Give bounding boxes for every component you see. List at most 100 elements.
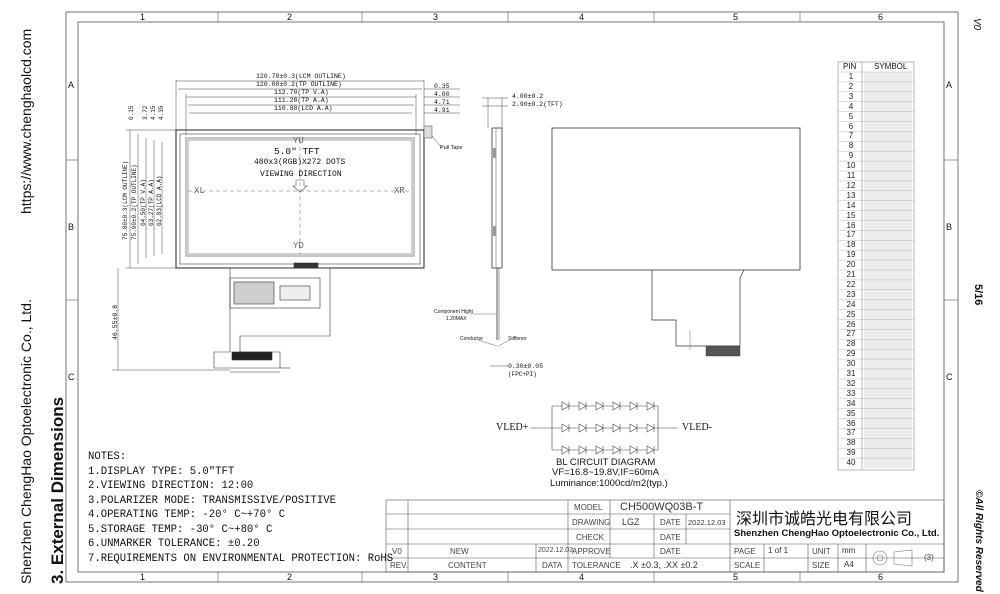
rev-v0: V0 bbox=[392, 547, 402, 556]
col-label: 3 bbox=[433, 572, 439, 582]
unit-label: UNIT bbox=[812, 547, 831, 556]
rev-date: 2022.12.03 bbox=[538, 547, 574, 554]
approve-date-label: DATE bbox=[660, 547, 681, 556]
notes-title: NOTES: bbox=[88, 451, 127, 463]
row-label: B bbox=[946, 222, 953, 232]
col-label: 6 bbox=[878, 12, 884, 22]
led-icon bbox=[578, 423, 587, 433]
dim-tp-aa-height: 63.27(TP A.A) bbox=[148, 179, 155, 226]
company-en: Shenzhen ChengHao Optoelectronic Co., Lt… bbox=[734, 528, 940, 539]
axis-yu: YU bbox=[293, 136, 304, 146]
dim-tp-va-width: 112.70(TP V.A) bbox=[274, 89, 329, 96]
col-label: 6 bbox=[878, 572, 884, 582]
pin-number: 9 bbox=[848, 151, 854, 161]
pin-number: 20 bbox=[846, 260, 856, 270]
pin-number: 26 bbox=[846, 319, 856, 329]
pin-number: 5 bbox=[848, 111, 854, 121]
dim-left-top: 3.72 bbox=[142, 105, 149, 120]
size-value: A4 bbox=[844, 560, 854, 569]
side-dim-2: 2.90±0.2(TFT) bbox=[512, 101, 563, 108]
dim-tp-va-height: 64.50(TP V.A) bbox=[140, 179, 147, 226]
projection-value: (3) bbox=[924, 553, 934, 562]
dim-lcm-height: 75.80±0.3(LCM OUTLINE) bbox=[122, 160, 129, 240]
component-height-value: 1.20MAX bbox=[446, 316, 467, 322]
pin-number: 12 bbox=[846, 180, 856, 190]
col-label: 1 bbox=[140, 12, 146, 22]
resolution-label: 480x3(RGB)X272 DOTS bbox=[254, 158, 346, 167]
dim-right: 4.91 bbox=[434, 107, 450, 114]
pin-table-frame bbox=[837, 61, 915, 471]
pin-number: 31 bbox=[846, 369, 856, 378]
unit-value: mm bbox=[842, 546, 856, 555]
col-label: 2 bbox=[287, 12, 293, 22]
dim-lcm-width: 120.70±0.3(LCM OUTLINE) bbox=[256, 73, 346, 80]
led-icon bbox=[595, 401, 604, 411]
outer-frame bbox=[65, 11, 959, 583]
dim-tp-aa-width: 111.28(TP A.A) bbox=[274, 97, 329, 104]
content-label: CONTENT bbox=[448, 561, 487, 570]
data-label: DATA bbox=[542, 561, 563, 570]
led-icon bbox=[629, 401, 638, 411]
component-height-label: Component Hight bbox=[434, 309, 473, 315]
pin-number: 38 bbox=[846, 438, 856, 448]
pin-number: 37 bbox=[846, 428, 856, 438]
led-icon bbox=[612, 423, 621, 433]
col-label: 2 bbox=[287, 572, 293, 582]
col-label: 5 bbox=[733, 12, 739, 22]
pin-number: 1 bbox=[848, 72, 854, 81]
col-label: 1 bbox=[140, 572, 146, 582]
col-label: 4 bbox=[579, 572, 585, 582]
pin-number: 19 bbox=[846, 250, 856, 260]
approve-label: APPROVE bbox=[572, 547, 611, 556]
check-label: CHECK bbox=[576, 533, 605, 542]
led-icon bbox=[646, 401, 655, 411]
fpc-thickness-note: (FPC+PI) bbox=[508, 371, 537, 378]
bl-luminance: Luminance:1000cd/m2(typ.) bbox=[550, 478, 668, 489]
drawing-value: LGZ bbox=[622, 517, 640, 527]
pin-number: 25 bbox=[846, 309, 856, 319]
rev-label: REV. bbox=[390, 561, 408, 570]
dim-tp-width: 120.00±0.2(TP OUTLINE) bbox=[256, 81, 342, 88]
row-label: A bbox=[946, 80, 953, 90]
led-icon bbox=[578, 445, 587, 455]
row-label: B bbox=[68, 222, 75, 232]
pin-number: 10 bbox=[846, 161, 856, 171]
check-date-label: DATE bbox=[660, 533, 681, 542]
dim-right: 4.71 bbox=[434, 99, 450, 106]
note-item: 7.REQUIREMENTS ON ENVIRONMENTAL PROTECTI… bbox=[88, 552, 394, 565]
pin-number: 27 bbox=[846, 329, 856, 339]
pin-number: 6 bbox=[848, 121, 854, 131]
dim-left-top: 4.15 bbox=[150, 105, 157, 120]
pin-number: 24 bbox=[846, 299, 856, 309]
pin-number: 7 bbox=[848, 131, 854, 141]
row-label: C bbox=[68, 372, 75, 382]
pin-number: 36 bbox=[846, 418, 856, 428]
axis-xr: XR bbox=[394, 186, 405, 196]
viewing-direction-label: VIEWING DIRECTION bbox=[260, 170, 342, 179]
led-icon bbox=[561, 401, 570, 411]
notes-block: NOTES: 1.DISPLAY TYPE: 5.0"TFT 2.VIEWING… bbox=[88, 450, 393, 566]
model-value: CH500WQ03B-T bbox=[620, 501, 704, 513]
led-icon bbox=[629, 423, 638, 433]
tolerance-label: TOLERANCE bbox=[572, 561, 621, 570]
pin-number: 28 bbox=[846, 339, 856, 349]
dim-lcd-aa-width: 110.88(LCD A.A) bbox=[274, 105, 333, 112]
led-icon bbox=[578, 401, 587, 411]
note-item: 5.STORAGE TEMP: -30° C~+80° C bbox=[88, 523, 273, 536]
led-icon bbox=[646, 423, 655, 433]
bl-circuit-title: BL CIRCUIT DIAGRAM bbox=[556, 457, 656, 468]
dim-right: 4.00 bbox=[434, 91, 450, 98]
col-label: 4 bbox=[579, 12, 585, 22]
led-icon bbox=[561, 445, 570, 455]
pin-number: 14 bbox=[846, 200, 856, 210]
display-size-label: 5.0" TFT bbox=[274, 146, 320, 157]
dim-tp-height: 75.90±0.2(TP OUTLINE) bbox=[131, 164, 138, 240]
pin-number: 29 bbox=[846, 349, 856, 359]
pin-number: 32 bbox=[846, 378, 856, 388]
pin-number: 8 bbox=[848, 141, 854, 151]
dim-left-top: 4.35 bbox=[158, 105, 165, 120]
title-block-lines bbox=[385, 499, 945, 573]
col-label: 3 bbox=[433, 12, 439, 22]
pin-number: 22 bbox=[846, 279, 856, 289]
pin-header: PIN bbox=[843, 62, 857, 71]
